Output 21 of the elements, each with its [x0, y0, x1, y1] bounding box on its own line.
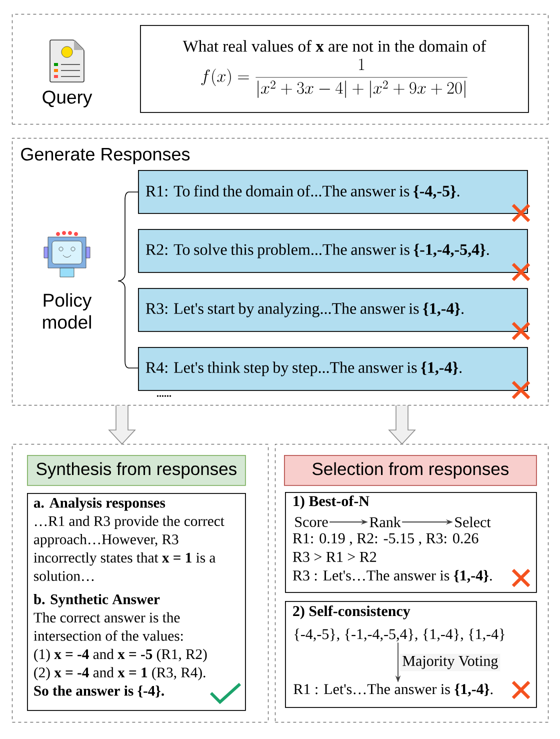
block-arrow [108, 405, 136, 445]
response-box: R1: To find the domain of...The answer is {-4,-5}. [138, 170, 528, 214]
step-label: Rank [370, 516, 401, 528]
answer-sets: {-4,-5}, {-1,-4,-5,4}, {1,-4}, {1,-4} [294, 628, 504, 642]
section-header: Selection from responses [284, 455, 537, 486]
dashed-panel [12, 444, 268, 722]
response-box: R3: Let's start by analyzing...The answer is {1,-4}. [138, 288, 528, 332]
dashed-panel [12, 14, 548, 124]
query-label: Query [42, 90, 92, 108]
edge-label: Majority Voting [400, 654, 500, 672]
answer-line: R1 : Let's…The answer is {1,-4}. [294, 684, 493, 696]
response-box: R4: Let's think step by step...The answer is {1,-4}. [138, 347, 528, 391]
block-arrow [388, 405, 416, 445]
text-box: a. Analysis responses …R1 and R3 provide the correct approach…However, R3 incorrectly states that x = 1 is a solution… b. Synthetic Answer The correct answer is the intersection of the values: (1) x = -4 and x = -5 (R1, R2) (2) x = -4 and x = 1 (R3, R4). So the answer is {-4}. [27, 493, 246, 711]
step-label: Score [295, 516, 328, 528]
question-box: What real values of x are not in the domain of $f(x) = \frac{1}{|x^2 + 3x - 4| + |x^2 + 9x + 20|}$ [140, 25, 529, 113]
section-header: Synthesis from responses [27, 455, 246, 486]
policy-model-label: Policy model [43, 293, 92, 329]
step-label: Select [455, 516, 491, 528]
dashed-panel [275, 444, 548, 722]
response-box: R2: To solve this problem...The answer is {-1,-4,-5,4}. [138, 229, 528, 273]
